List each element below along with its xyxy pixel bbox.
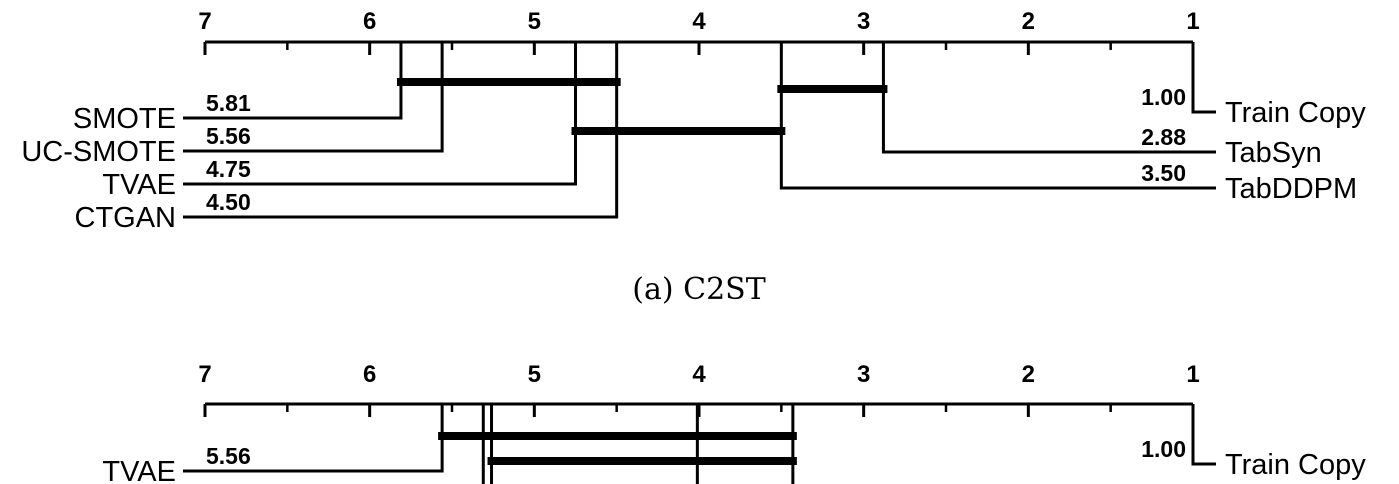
axis-tick-label: 2 [1022,361,1035,388]
axis-tick-label: 5 [528,8,541,35]
method-label-smote: SMOTE [73,103,176,135]
method-line-tvae [183,404,444,473]
method-line-train-copy [1191,404,1216,466]
axis-tick-label: 4 [692,8,706,35]
axis-tick-label: 7 [198,361,211,388]
axis-tick-label: 5 [528,361,541,388]
method-label-tabsyn: TabSyn [1225,137,1322,169]
method-rank-tabddpm: 3.50 [1141,160,1186,186]
method-rank-train-copy: 1.00 [1141,84,1186,110]
axis-tick-label: 2 [1022,8,1035,35]
axis-tick-label: 3 [857,361,870,388]
axis-tick-label: 4 [692,361,706,388]
method-label-train-copy: Train Copy [1225,97,1366,129]
method-line-smote [183,42,403,120]
method-label-tvae: TVAE [102,456,176,484]
axis-tick-label: 6 [363,361,376,388]
method-label-tvae: TVAE [102,169,176,201]
axis-tick-label: 7 [198,8,211,35]
method-rank-ctgan: 4.50 [206,189,251,215]
axis-tick-label: 3 [857,8,870,35]
method-rank-tvae: 5.56 [206,443,251,469]
axis-tick-label: 1 [1186,361,1199,388]
method-rank-smote: 5.81 [206,90,251,116]
method-line-tabsyn [881,42,1216,154]
method-label-train-copy: Train Copy [1225,449,1366,481]
method-rank-train-copy: 1.00 [1141,436,1186,462]
method-rank-tabsyn: 2.88 [1141,124,1186,150]
subfigure-a-caption: (a) C2ST [632,272,765,307]
method-label-uc-smote: UC-SMOTE [21,136,176,168]
method-line-ctgan [183,42,619,219]
method-line-tvae [183,42,577,186]
method-label-tabddpm: TabDDPM [1225,173,1357,205]
axis-tick-label: 6 [363,8,376,35]
method-rank-uc-smote: 5.56 [206,123,251,149]
method-label-ctgan: CTGAN [75,202,177,234]
method-line-train-copy [1191,42,1216,114]
axis-tick-label: 1 [1186,8,1199,35]
method-rank-tvae: 4.75 [206,156,251,182]
